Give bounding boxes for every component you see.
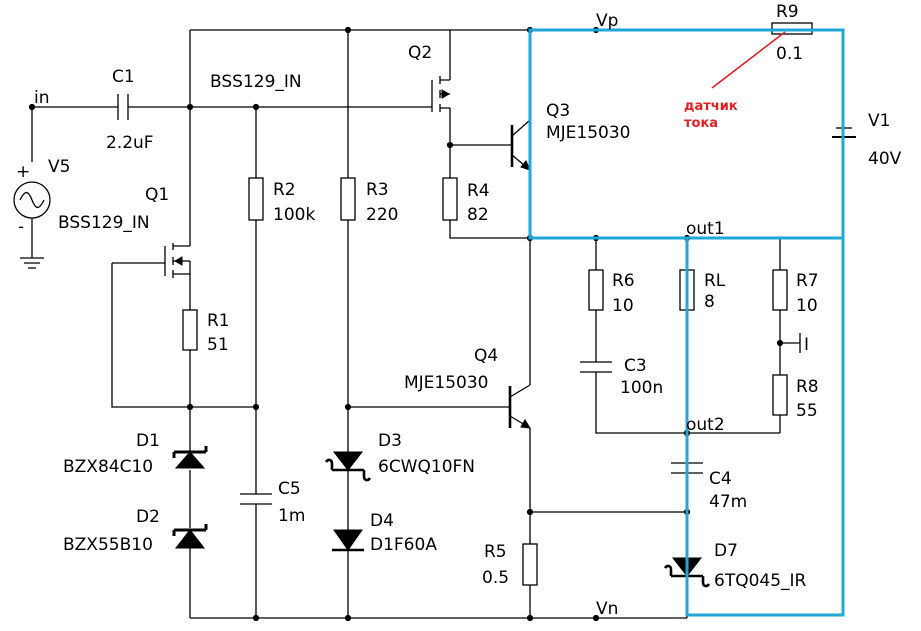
r2-ref-label: R2 <box>273 180 296 200</box>
c5-value-label: 1m <box>278 506 305 526</box>
wires <box>20 29 801 619</box>
r8-ref-label: R8 <box>796 377 819 397</box>
transistor-q3-symbol <box>510 119 531 171</box>
v1-value-label: 40V <box>868 149 902 169</box>
resistor-r6-symbol <box>588 269 604 311</box>
r9-ref-label: R9 <box>776 2 799 22</box>
labels: in C1 2.2uF BSS129_IN V5 + - Q1 BSS129_I… <box>16 2 902 619</box>
node-label-out1: out1 <box>686 219 725 239</box>
v5-plus-label: + <box>16 162 30 182</box>
r7-value-label: 10 <box>796 296 818 316</box>
rl-ref-label: RL <box>704 271 726 291</box>
r5-ref-label: R5 <box>484 542 507 562</box>
r9-value-label: 0.1 <box>776 44 803 64</box>
r8-value-label: 55 <box>796 401 818 421</box>
q3-ref-label: Q3 <box>546 101 570 121</box>
d4-ref-label: D4 <box>370 511 394 531</box>
transistor-q4-symbol <box>508 384 531 429</box>
r3-value-label: 220 <box>366 205 398 225</box>
resistor-r2-symbol <box>248 177 264 221</box>
capacitor-c1-symbol <box>117 94 129 120</box>
c3-ref-label: C3 <box>624 356 647 376</box>
ac-source-v5-symbol <box>13 181 51 219</box>
q3-model-label: MJE15030 <box>546 123 631 143</box>
resistor-r1-symbol <box>182 309 198 351</box>
node-label-in: in <box>34 88 50 108</box>
probe-label-i: I <box>804 335 809 355</box>
rl-value-label: 8 <box>704 292 715 312</box>
resistor-r8-symbol <box>772 374 788 416</box>
resistor-r7-symbol <box>772 269 788 311</box>
r1-ref-label: R1 <box>207 311 230 331</box>
d7-ref-label: D7 <box>714 541 738 561</box>
c5-ref-label: C5 <box>278 479 301 499</box>
r1-value-label: 51 <box>207 335 229 355</box>
annotation-current-sensor-line2: тока <box>684 116 718 131</box>
schottky-d3-symbol <box>324 451 372 482</box>
c4-value-label: 47m <box>709 492 747 512</box>
node-label-out2: out2 <box>686 415 725 435</box>
mosfet-q1-symbol <box>164 240 191 278</box>
d3-ref-label: D3 <box>378 431 402 451</box>
annotation-arrow <box>711 31 786 89</box>
q1-model-label: BSS129_IN <box>58 213 150 233</box>
node-label-vp: Vp <box>596 11 618 31</box>
node-label-vn: Vn <box>596 599 618 619</box>
highlight-boxes <box>528 28 845 617</box>
annotation-current-sensor-line1: датчик <box>684 99 738 114</box>
r7-ref-label: R7 <box>796 271 819 291</box>
mosfet-q2-symbol <box>431 76 451 112</box>
d2-model-label: BZX55B10 <box>63 535 153 555</box>
resistor-r5-symbol <box>522 543 538 586</box>
v5-ref-label: V5 <box>48 157 70 177</box>
r4-ref-label: R4 <box>467 181 490 201</box>
d3-model-label: 6CWQ10FN <box>378 457 475 477</box>
q4-ref-label: Q4 <box>474 346 498 366</box>
r6-value-label: 10 <box>612 296 634 316</box>
gate-net-label: BSS129_IN <box>210 72 302 92</box>
q1-ref-label: Q1 <box>145 185 169 205</box>
v5-minus-label: - <box>18 217 24 237</box>
c1-value-label: 2.2uF <box>106 133 154 153</box>
r4-value-label: 82 <box>467 205 489 225</box>
c4-ref-label: C4 <box>709 469 732 489</box>
capacitor-c3-symbol <box>580 361 612 373</box>
resistor-r3-symbol <box>340 177 356 221</box>
r3-ref-label: R3 <box>366 180 389 200</box>
r2-value-label: 100k <box>273 205 315 225</box>
c3-value-label: 100n <box>620 378 663 398</box>
diode-d4-symbol <box>332 529 364 552</box>
zener-d2-symbol <box>172 524 208 549</box>
q2-ref-label: Q2 <box>408 43 432 63</box>
highlight-box-lower <box>685 236 845 617</box>
r5-value-label: 0.5 <box>482 568 509 588</box>
c1-ref-label: C1 <box>112 67 135 87</box>
zener-d1-symbol <box>172 446 208 469</box>
resistor-r4-symbol <box>442 177 458 221</box>
d2-ref-label: D2 <box>136 507 160 527</box>
r6-ref-label: R6 <box>612 271 635 291</box>
d7-model-label: 6TQ045_IR <box>714 571 807 591</box>
capacitor-c5-symbol <box>240 493 272 505</box>
d4-model-label: D1F60A <box>370 535 437 555</box>
v1-ref-label: V1 <box>868 111 890 131</box>
d1-ref-label: D1 <box>136 431 160 451</box>
q4-model-label: MJE15030 <box>404 373 489 393</box>
junction-dots <box>28 26 784 622</box>
d1-model-label: BZX84C10 <box>63 457 153 477</box>
